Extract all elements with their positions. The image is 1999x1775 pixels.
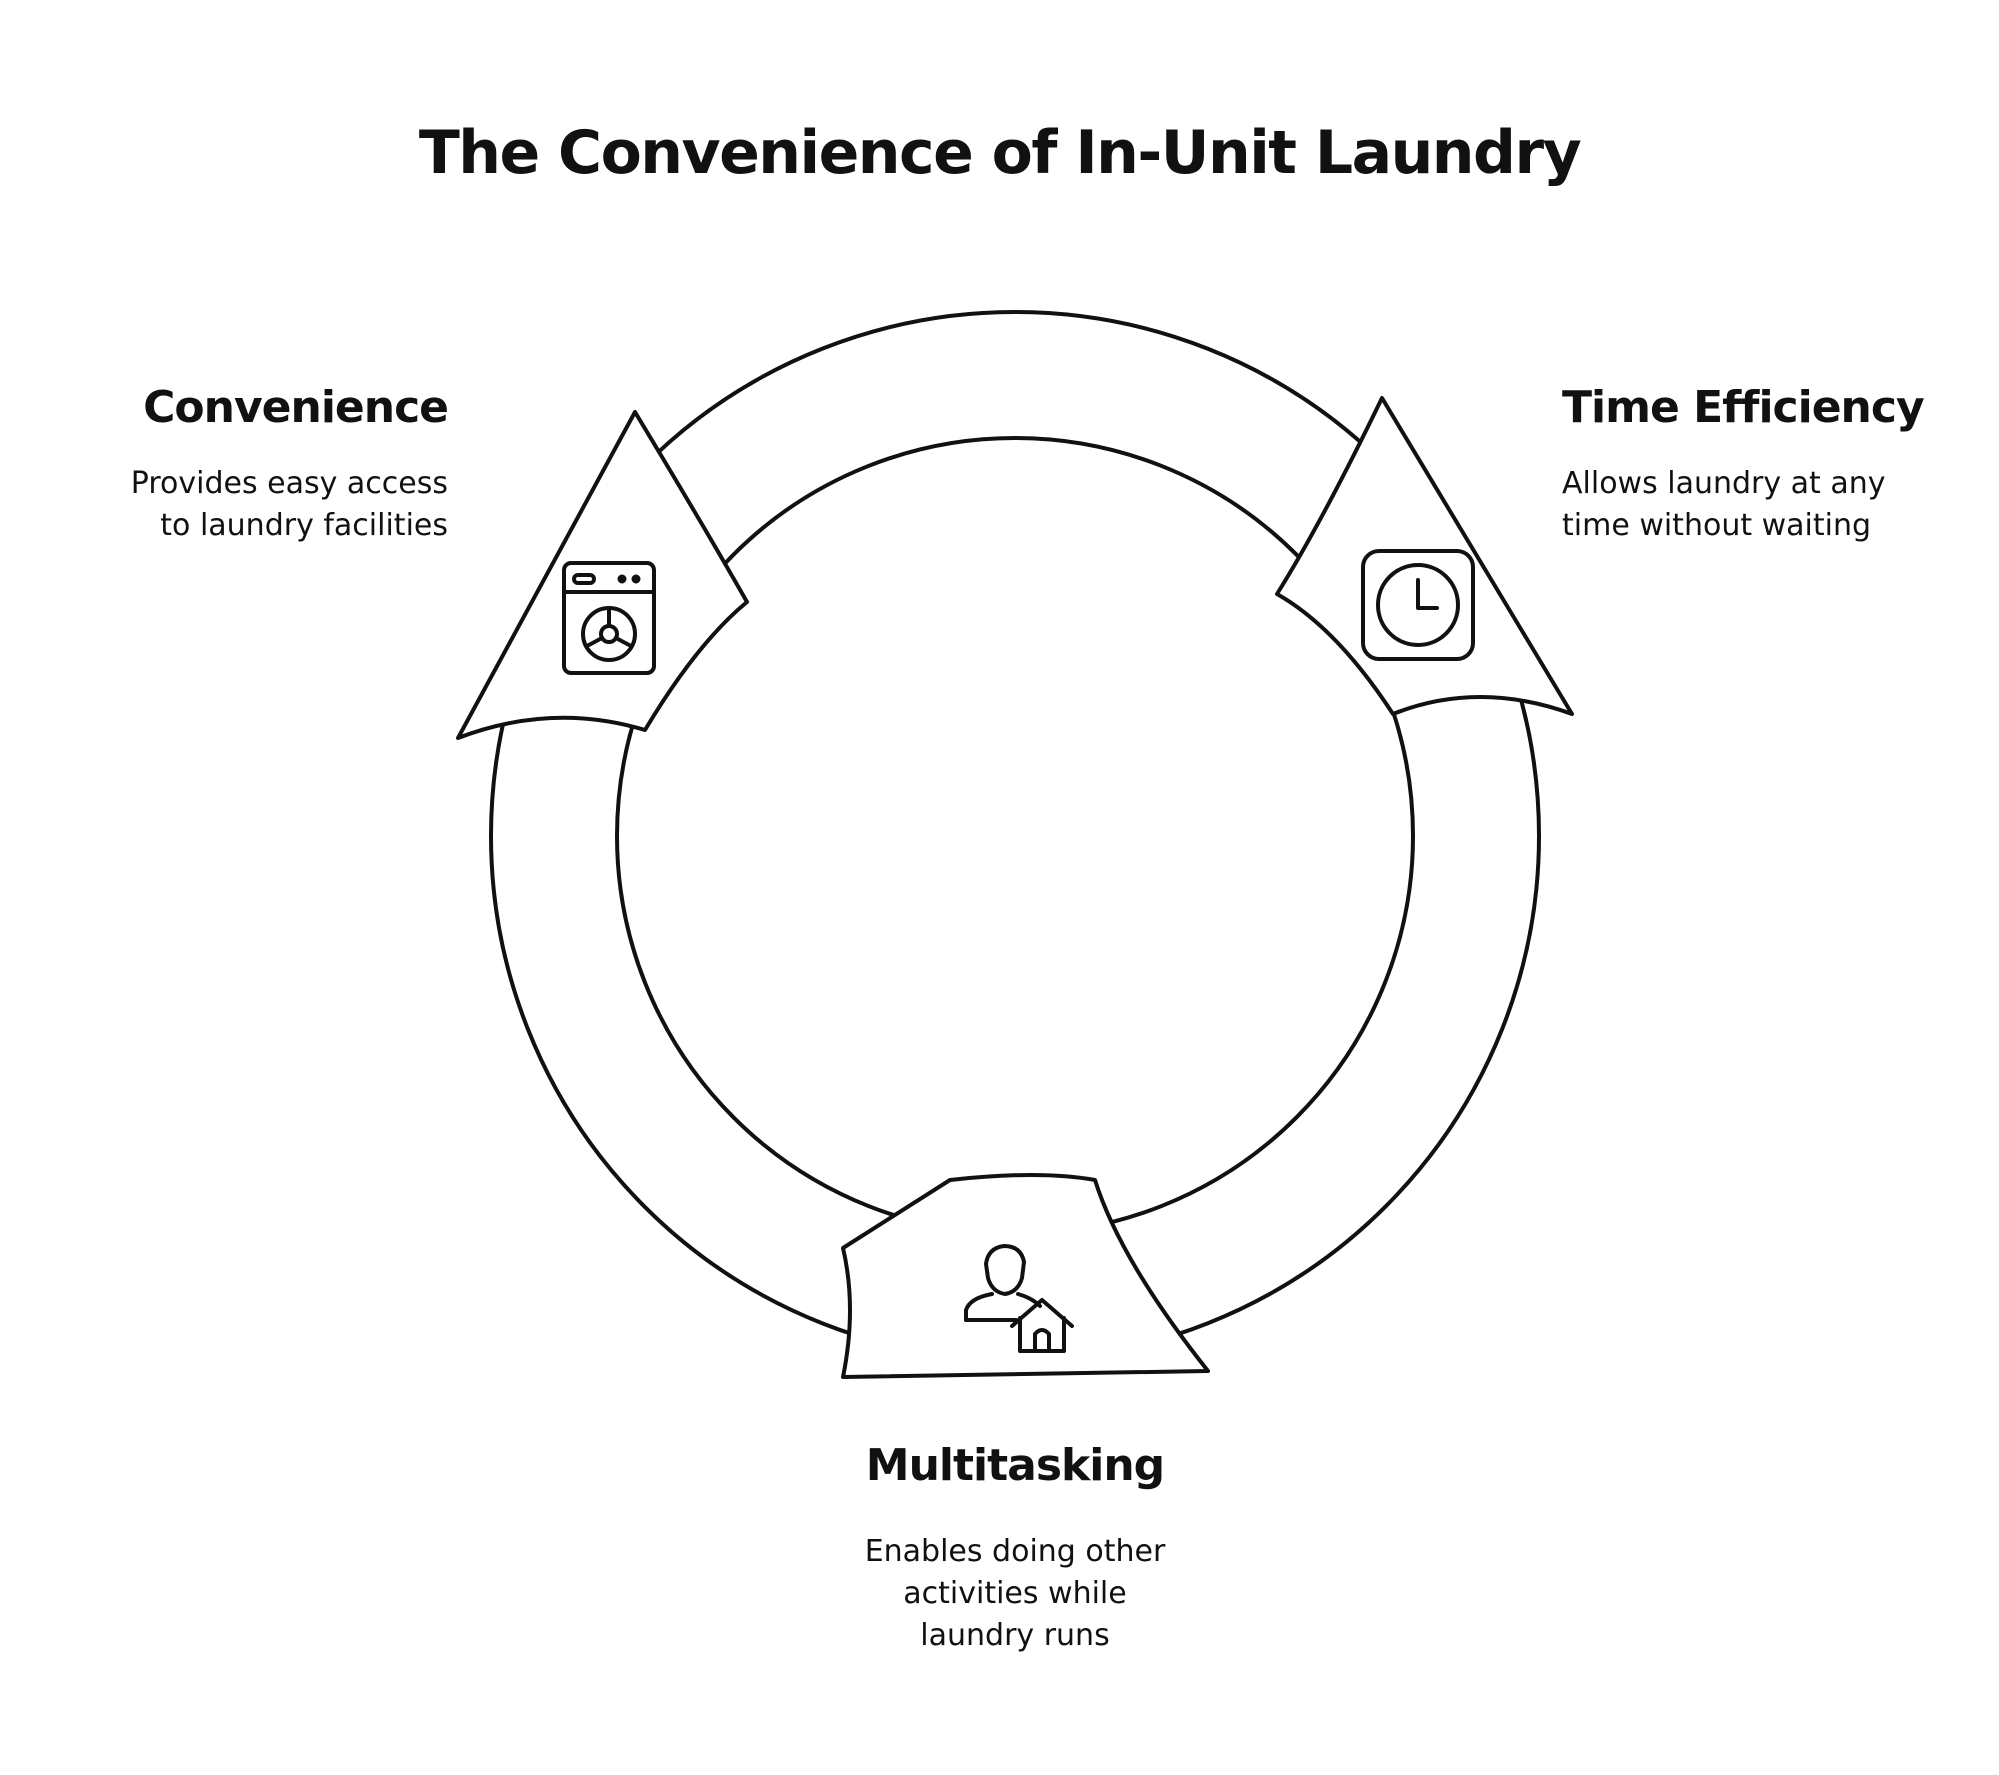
cycle-ring (489, 310, 1541, 1362)
stage-description: Allows laundry at any time without waiti… (1562, 466, 1886, 543)
arrowhead-time-efficiency (1275, 396, 1574, 716)
clock-icon (1361, 549, 1475, 661)
diagram-title: The Convenience of In-Unit Laundry (418, 118, 1582, 188)
person-home-icon (964, 1244, 1074, 1353)
stage-convenience: Convenience Provides easy access to laun… (60, 382, 449, 547)
arrowhead-multitasking (841, 1173, 1210, 1379)
stage-description: Provides easy access to laundry faciliti… (130, 466, 448, 543)
stage-heading: Time Efficiency (1562, 382, 1925, 433)
stage-description: Enables doing other activities while lau… (864, 1534, 1166, 1653)
stage-heading: Convenience (143, 382, 449, 433)
washing-machine-icon (562, 561, 656, 675)
stage-multitasking: Multitasking Enables doing other activit… (715, 1440, 1315, 1657)
arrowhead-convenience (456, 410, 749, 740)
stage-time-efficiency: Time Efficiency Allows laundry at any ti… (1562, 382, 1962, 547)
stage-heading: Multitasking (865, 1440, 1165, 1491)
